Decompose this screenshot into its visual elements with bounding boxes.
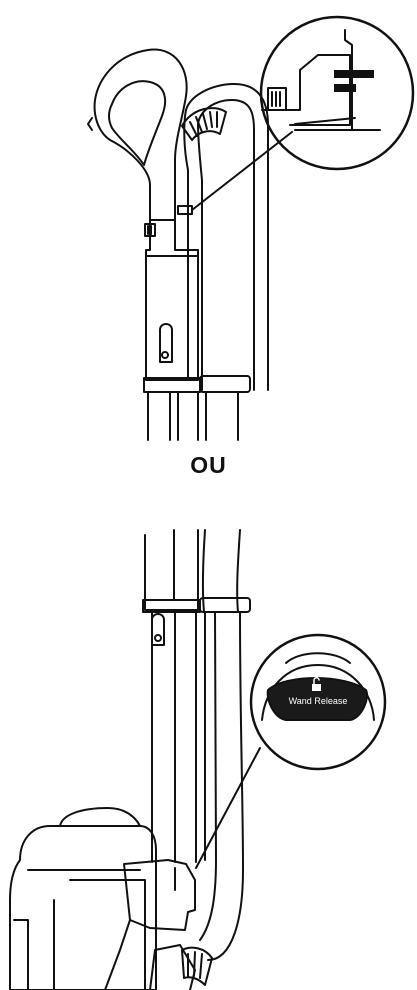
detail-magnifier-top	[261, 17, 413, 169]
separator-label: OU	[0, 452, 417, 479]
latch-bar-lower	[334, 84, 356, 92]
latch-bar-upper	[334, 70, 374, 78]
canister-body	[10, 826, 156, 990]
top-figure-handle-and-hose	[88, 17, 413, 440]
handle-grip	[95, 50, 187, 220]
hose-cuff-bottom	[182, 948, 212, 985]
handle-grip-opening	[109, 81, 165, 165]
bottom-figure-wand-release	[10, 530, 385, 990]
wand-release-label: Wand Release	[289, 696, 348, 706]
